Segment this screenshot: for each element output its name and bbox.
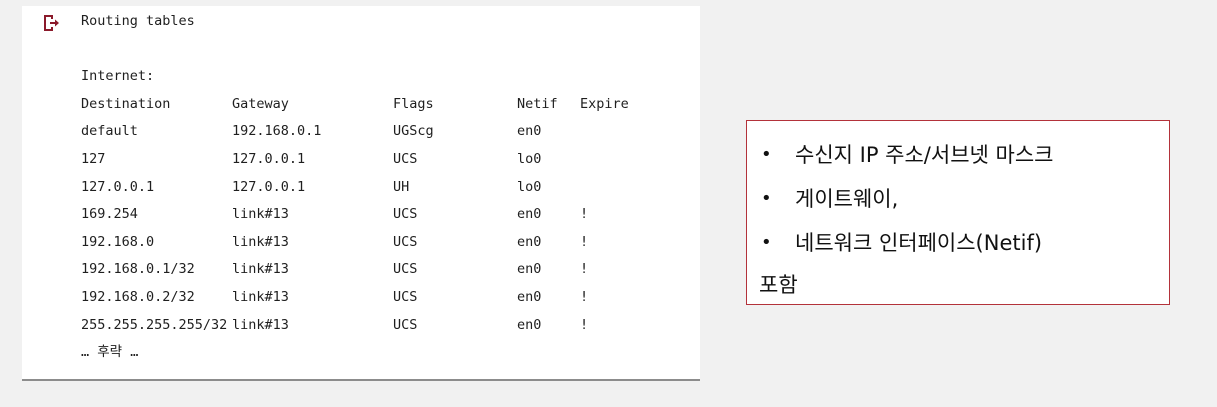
- cell-gateway: 127.0.0.1: [232, 150, 306, 167]
- bullet-icon: •: [761, 231, 772, 253]
- table-row: 192.168.0.1/32 link#13 UCS en0 !: [81, 256, 640, 284]
- cell-expire: !: [580, 288, 589, 305]
- table-row: 127 127.0.0.1 UCS lo0: [81, 146, 640, 174]
- table-row: 169.254 link#13 UCS en0 !: [81, 201, 640, 229]
- header-flags: Flags: [393, 95, 434, 112]
- bullet-icon: •: [761, 187, 772, 209]
- info-footer-text: 포함: [759, 273, 798, 297]
- cell-destination: 192.168.0.1/32: [81, 261, 195, 278]
- cell-netif: en0: [517, 123, 542, 140]
- cell-destination: default: [81, 123, 138, 140]
- cell-netif: en0: [517, 233, 542, 250]
- section-label: Internet:: [81, 68, 155, 85]
- cell-flags: UGScg: [393, 123, 434, 140]
- table-row: 255.255.255.255/32 link#13 UCS en0 !: [81, 312, 640, 340]
- cell-destination: 192.168.0: [81, 233, 155, 250]
- header-netif: Netif: [517, 95, 558, 112]
- cell-expire: [580, 118, 640, 146]
- exit-icon: [44, 15, 59, 31]
- cell-expire: [580, 146, 640, 174]
- cell-expire: !: [580, 233, 589, 250]
- routing-table-panel: Routing tables Internet: Destination Gat…: [22, 6, 700, 381]
- cell-gateway: link#13: [232, 261, 289, 278]
- blank-line: [81, 36, 640, 64]
- bullet-text: 네트워크 인터페이스(Netif): [795, 231, 1043, 255]
- cell-destination: 127.0.0.1: [81, 178, 155, 195]
- table-row: 192.168.0.2/32 link#13 UCS en0 !: [81, 284, 640, 312]
- bullet-icon: •: [761, 143, 772, 165]
- cell-expire: !: [580, 206, 589, 223]
- bullet-item: • 수신지 IP 주소/서브넷 마스크: [759, 132, 1157, 176]
- cell-gateway: link#13: [232, 206, 289, 223]
- header-expire: Expire: [580, 95, 629, 112]
- table-row: 192.168.0 link#13 UCS en0 !: [81, 229, 640, 257]
- cell-destination: 169.254: [81, 206, 138, 223]
- cell-netif: en0: [517, 316, 542, 333]
- cell-netif: en0: [517, 288, 542, 305]
- cell-flags: UCS: [393, 288, 418, 305]
- cell-flags: UCS: [393, 206, 418, 223]
- cell-flags: UCS: [393, 316, 418, 333]
- bullet-text: 게이트웨이,: [795, 187, 899, 211]
- cell-gateway: link#13: [232, 233, 289, 250]
- cell-flags: UCS: [393, 261, 418, 278]
- cell-gateway: 127.0.0.1: [232, 178, 306, 195]
- table-row: 127.0.0.1 127.0.0.1 UH lo0: [81, 174, 640, 202]
- cell-gateway: link#13: [232, 316, 289, 333]
- bullet-item: • 네트워크 인터페이스(Netif): [759, 220, 1157, 264]
- routing-table-title: Routing tables: [81, 13, 195, 29]
- table-row: default 192.168.0.1 UGScg en0: [81, 118, 640, 146]
- bullet-item: • 게이트웨이,: [759, 176, 1157, 220]
- routing-table-text: Routing tables Internet: Destination Gat…: [81, 6, 640, 367]
- trailing-ellipsis: … 후략 …: [81, 344, 139, 361]
- cell-gateway: 192.168.0.1: [232, 123, 322, 140]
- cell-destination: 255.255.255.255/32: [81, 316, 228, 333]
- cell-netif: lo0: [517, 178, 542, 195]
- cell-expire: !: [580, 261, 589, 278]
- header-gateway: Gateway: [232, 95, 289, 112]
- bullet-text: 수신지 IP 주소/서브넷 마스크: [795, 143, 1054, 167]
- cell-netif: en0: [517, 261, 542, 278]
- cell-flags: UCS: [393, 233, 418, 250]
- cell-flags: UH: [393, 178, 410, 195]
- table-header-row: Destination Gateway Flags Netif Expire: [81, 91, 640, 119]
- cell-destination: 192.168.0.2/32: [81, 288, 195, 305]
- cell-netif: lo0: [517, 150, 542, 167]
- cell-destination: 127: [81, 150, 106, 167]
- cell-expire: !: [580, 316, 589, 333]
- cell-expire: [580, 174, 640, 202]
- header-destination: Destination: [81, 95, 171, 112]
- cell-flags: UCS: [393, 150, 418, 167]
- cell-gateway: link#13: [232, 288, 289, 305]
- info-callout-box: • 수신지 IP 주소/서브넷 마스크 • 게이트웨이, • 네트워크 인터페이…: [746, 120, 1170, 305]
- cell-netif: en0: [517, 206, 542, 223]
